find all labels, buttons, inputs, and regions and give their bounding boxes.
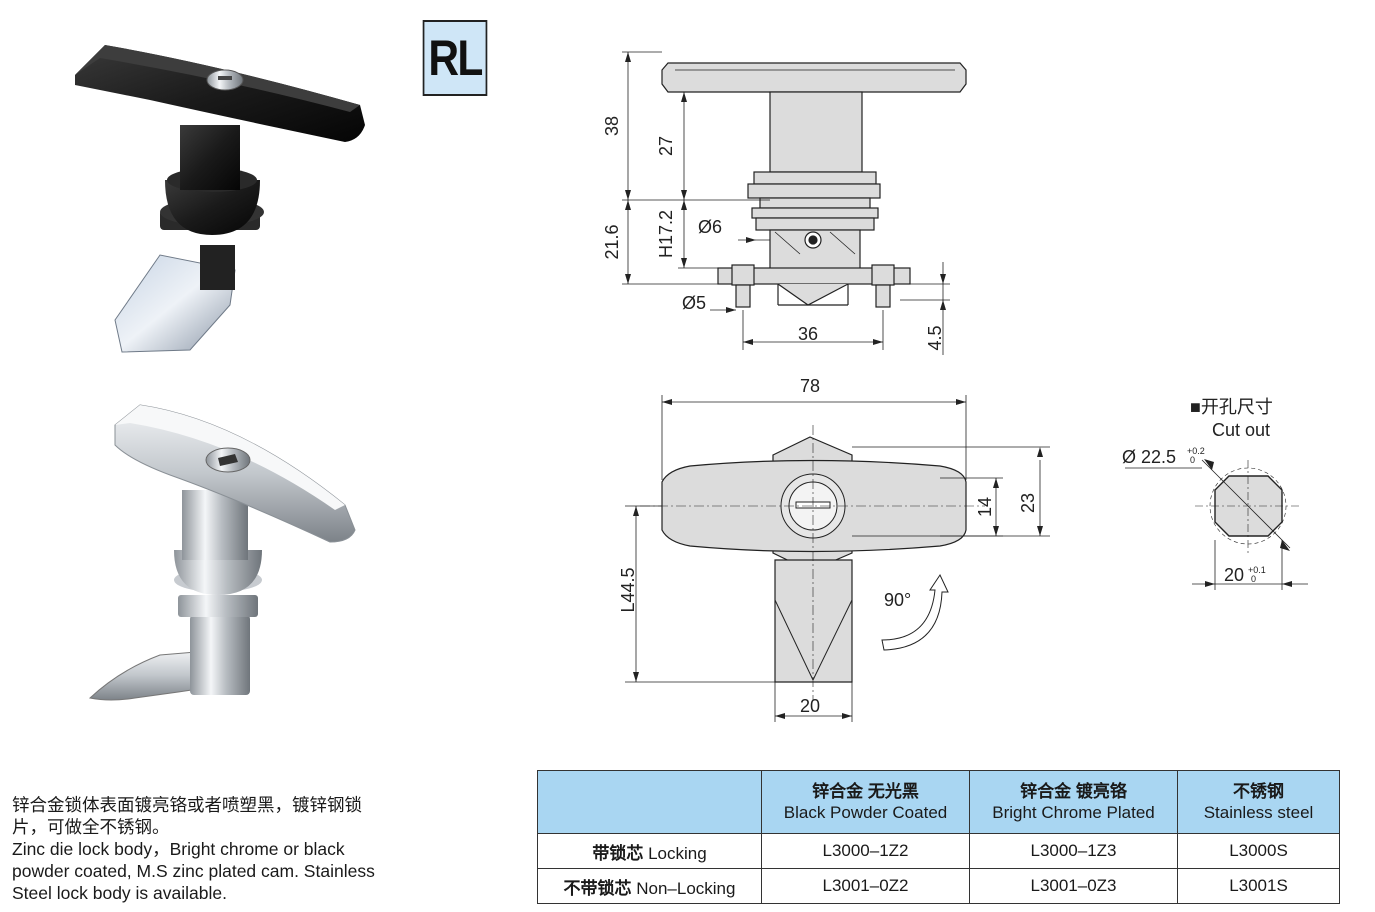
rotation-arrow-icon	[881, 573, 949, 651]
side-view-stem	[769, 91, 863, 173]
header-empty	[537, 770, 762, 834]
header-black-powder: 锌合金 无光黑 Black Powder Coated	[761, 770, 970, 834]
dim-27: 27	[656, 136, 676, 156]
dim-h17-2: H17.2	[656, 210, 676, 258]
chrome-lock-photo	[88, 404, 356, 701]
dim-38: 38	[602, 116, 622, 136]
cutout-title-zh: ■开孔尺寸	[1190, 397, 1273, 417]
description-en-line-2: powder coated, M.S zinc plated cam. Stai…	[12, 861, 375, 881]
technical-drawing: 38 27 21.6 H17.2 Ø6 Ø5 36 4.5 78 14 23 L…	[602, 51, 1308, 722]
table-cell: L3000S	[1177, 833, 1340, 869]
cutout-diagram	[1125, 459, 1308, 590]
dim-36: 36	[798, 324, 818, 344]
cutout-width: 20	[1224, 565, 1244, 585]
row-label-locking: 带锁芯 Locking	[537, 833, 762, 869]
header-bright-chrome: 锌合金 镀亮铬 Bright Chrome Plated	[969, 770, 1178, 834]
table-row: 不带锁芯 Non–Locking L3001–0Z2 L3001–0Z3 L30…	[537, 868, 1340, 904]
dim-21-6: 21.6	[602, 224, 622, 259]
table-cell: L3001–0Z2	[761, 868, 970, 904]
table-header-row: 锌合金 无光黑 Black Powder Coated 锌合金 镀亮铬 Brig…	[537, 770, 1340, 834]
description-zh-line-1: 锌合金锁体表面镀亮铬或者喷塑黑，镀锌钢锁	[12, 795, 362, 815]
table-cell: L3000–1Z2	[761, 833, 970, 869]
cutout-title-en: Cut out	[1212, 420, 1270, 440]
dim-23: 23	[1018, 493, 1038, 513]
header-stainless: 不锈钢 Stainless steel	[1177, 770, 1340, 834]
spec-table: 锌合金 无光黑 Black Powder Coated 锌合金 镀亮铬 Brig…	[537, 770, 1340, 904]
dim-14: 14	[975, 497, 995, 517]
dim-d6: Ø6	[698, 217, 722, 237]
table-cell: L3001S	[1177, 868, 1340, 904]
table-cell: L3001–0Z3	[969, 868, 1178, 904]
cutout-diameter-tol-zero: 0	[1190, 455, 1195, 465]
cutout-diameter-tol-plus: +0.2	[1187, 446, 1205, 456]
cutout-diameter: Ø 22.5	[1122, 447, 1176, 467]
table-cell: L3000–1Z3	[969, 833, 1178, 869]
side-view-handle	[661, 62, 967, 93]
table-row: 带锁芯 Locking L3000–1Z2 L3000–1Z3 L3000S	[537, 833, 1340, 869]
description-en-line-3: Steel lock body is available.	[12, 883, 227, 903]
dim-4-5: 4.5	[925, 325, 945, 350]
series-badge: RL	[422, 20, 488, 96]
cutout-width-tol-plus: +0.1	[1248, 565, 1266, 575]
cutout-width-tol-zero: 0	[1251, 574, 1256, 584]
description-en-line-1: Zinc die lock body，Bright chrome or blac…	[12, 839, 345, 859]
product-description: 锌合金锁体表面镀亮铬或者喷塑黑，镀锌钢锁 片，可做全不锈钢。 Zinc die …	[12, 794, 432, 904]
row-label-non-locking: 不带锁芯 Non–Locking	[537, 868, 762, 904]
description-zh-line-2: 片，可做全不锈钢。	[12, 817, 170, 837]
dim-d5: Ø5	[682, 293, 706, 313]
front-view-cam	[774, 559, 853, 683]
product-photos	[75, 45, 365, 701]
rotation-label: 90°	[884, 590, 911, 610]
dim-20: 20	[800, 696, 820, 716]
dim-l44-5: L44.5	[618, 567, 638, 612]
black-lock-photo	[75, 45, 365, 353]
dim-78: 78	[800, 376, 820, 396]
